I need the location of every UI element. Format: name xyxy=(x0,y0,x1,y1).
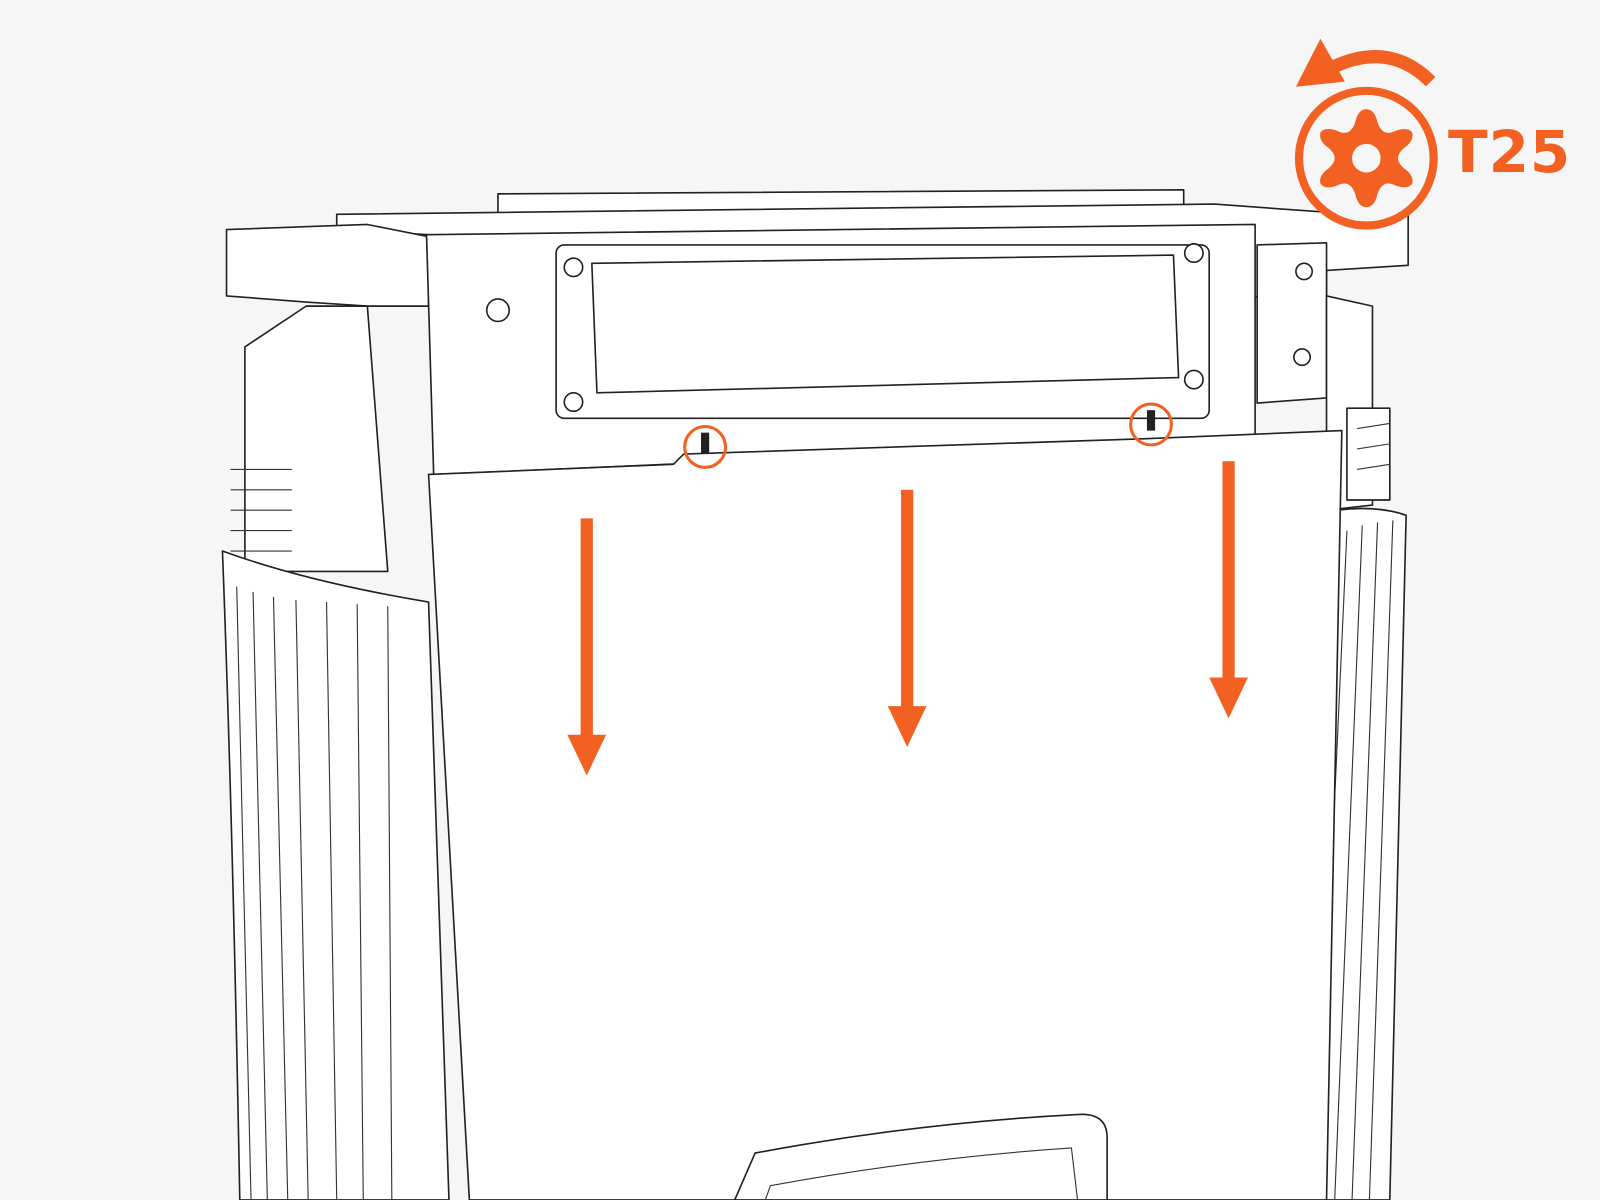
front-panel xyxy=(427,429,1343,1200)
down-arrow-icon xyxy=(1209,461,1248,719)
screw-left xyxy=(683,425,728,469)
down-arrow-icon xyxy=(567,518,607,776)
counter-clockwise-arrow-icon xyxy=(1295,38,1436,87)
screw-right xyxy=(1129,402,1173,447)
tool-size-label: T25 xyxy=(1448,118,1572,186)
down-arrow-icon xyxy=(887,489,927,747)
device-top-frame xyxy=(225,188,1409,512)
device-left-side xyxy=(221,305,450,1200)
torx-bit-icon xyxy=(1294,86,1438,230)
